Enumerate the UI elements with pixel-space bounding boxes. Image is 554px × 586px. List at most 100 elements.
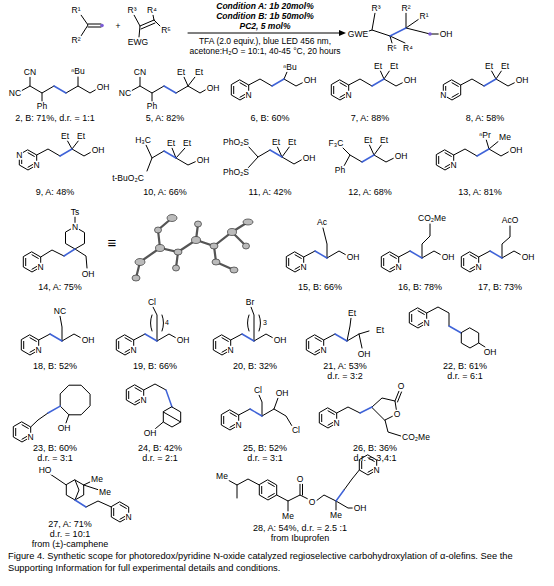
atom-label: N <box>439 91 447 100</box>
structure-stroke <box>192 237 201 244</box>
compound-label: d.r. = 6:1 <box>447 372 482 381</box>
compound-label: d.r. = 10:1 <box>50 530 90 539</box>
compound-label: 11, A: 42% <box>249 188 292 197</box>
atom-label: O <box>296 475 305 484</box>
atom-label: OH <box>81 336 96 345</box>
atom-label: Et <box>484 62 494 71</box>
atom-label: H₃C <box>134 136 152 145</box>
compound-label: 23, B: 60% <box>33 444 77 453</box>
atom-label: N <box>227 346 235 355</box>
structure-stroke <box>140 15 161 29</box>
structure-stroke <box>81 15 88 36</box>
atom-label: PhO₂S <box>222 168 250 177</box>
atom-label: Cl <box>253 386 263 395</box>
atom-label: Et <box>182 139 192 148</box>
atom-label: N <box>245 91 253 100</box>
structure-stroke <box>131 77 207 101</box>
atom-label: R¹ <box>71 6 82 15</box>
atom-label: Et <box>287 138 297 147</box>
structure-stroke <box>50 334 62 341</box>
structure-stroke <box>390 28 406 36</box>
atom-label: Et <box>60 132 70 141</box>
structure-stroke <box>60 149 72 156</box>
structure-stroke <box>41 216 87 268</box>
atom-label: Me <box>90 475 104 484</box>
structure-stroke <box>339 30 346 36</box>
compound-label: 13, A: 81% <box>458 188 502 197</box>
compound-label: 18, B: 52% <box>33 362 77 371</box>
structure-stroke <box>248 146 303 168</box>
structure-stroke <box>132 275 140 281</box>
structure-stroke <box>372 13 440 43</box>
atom-label: OH <box>176 336 191 345</box>
atom-label: Me <box>498 133 512 142</box>
structure-stroke <box>477 149 489 156</box>
atom-label: OH <box>81 270 96 279</box>
structure-stroke <box>243 243 250 249</box>
atom-label: Et <box>375 326 385 335</box>
atom-label: Et <box>363 136 373 145</box>
atom-label: N <box>475 263 483 272</box>
compound-label: 5, A: 82% <box>146 114 185 123</box>
atom-label: EWG <box>127 38 149 47</box>
atom-label: OH <box>273 336 288 345</box>
atom-label: CO₂Me <box>417 214 447 223</box>
atom-label: N <box>140 396 148 405</box>
condition-text: Condition B: 1b 50mol% <box>216 12 314 21</box>
atom-label: OH <box>143 429 158 438</box>
atom-label: OH <box>439 30 454 39</box>
atom-label: Et <box>271 138 281 147</box>
atom-label: Cl <box>147 298 157 307</box>
structure-stroke <box>399 224 443 258</box>
atom-label: N <box>373 466 381 475</box>
structure-stroke <box>88 24 101 27</box>
compound-label: d.r. = 3:2 <box>327 372 362 381</box>
structure-stroke <box>484 79 496 86</box>
compound-label: 14, A: 75% <box>38 283 82 292</box>
compound-label: 24, B: 42% <box>138 444 182 453</box>
structure-stroke <box>461 70 516 86</box>
atom-label: Br <box>245 298 256 307</box>
atom-label: N <box>450 161 458 170</box>
atom-label: F₃C <box>328 139 345 148</box>
atom-label: N <box>130 346 138 355</box>
atom-label: Me <box>281 512 295 521</box>
atom-label: Et <box>500 62 510 71</box>
atom-label: OH <box>303 76 318 85</box>
compound-label: 20, B: 32% <box>233 362 277 371</box>
atom-label: OH <box>302 154 317 163</box>
structure-stroke <box>461 328 478 348</box>
compound-label: 9, A: 48% <box>36 188 75 197</box>
structure-stroke <box>155 227 162 233</box>
atom-label: OH <box>275 389 290 398</box>
structure-stroke <box>146 145 197 171</box>
caption-text: Figure 4. Synthetic scope for photoredox… <box>8 551 513 573</box>
atom-label: ⁿBu <box>282 63 298 72</box>
atom-label: OH <box>403 76 418 85</box>
structure-stroke <box>259 480 276 500</box>
structure-stroke <box>132 215 253 282</box>
atom-label: R⁵ <box>386 44 398 53</box>
atom-label: t-BuO₂C <box>111 174 145 183</box>
structure-stroke <box>195 221 202 227</box>
structure-stroke <box>50 474 111 507</box>
structure-stroke <box>134 307 178 341</box>
atom-label: GWE <box>347 30 369 39</box>
compound-label: 7, A: 88% <box>351 114 390 123</box>
structure-stroke <box>324 318 369 348</box>
atom-label: ⁿPr <box>478 131 492 140</box>
structure-stroke <box>156 245 165 252</box>
atom-label: OH <box>357 350 372 359</box>
atom-label: Ph <box>36 102 48 111</box>
compound-label: 22, B: 61% <box>443 362 487 371</box>
atom-label: N <box>71 223 79 232</box>
atom-label: PhO₂S <box>222 138 250 147</box>
structure-stroke <box>37 140 93 156</box>
atom-label: Me <box>98 488 112 497</box>
atom-label: OH <box>515 76 530 85</box>
structure-stroke <box>490 251 502 258</box>
atom-label: NC <box>53 307 67 316</box>
atom-label: OH <box>483 348 498 357</box>
atom-label: Ac <box>316 218 328 227</box>
structure-stroke <box>360 407 372 413</box>
